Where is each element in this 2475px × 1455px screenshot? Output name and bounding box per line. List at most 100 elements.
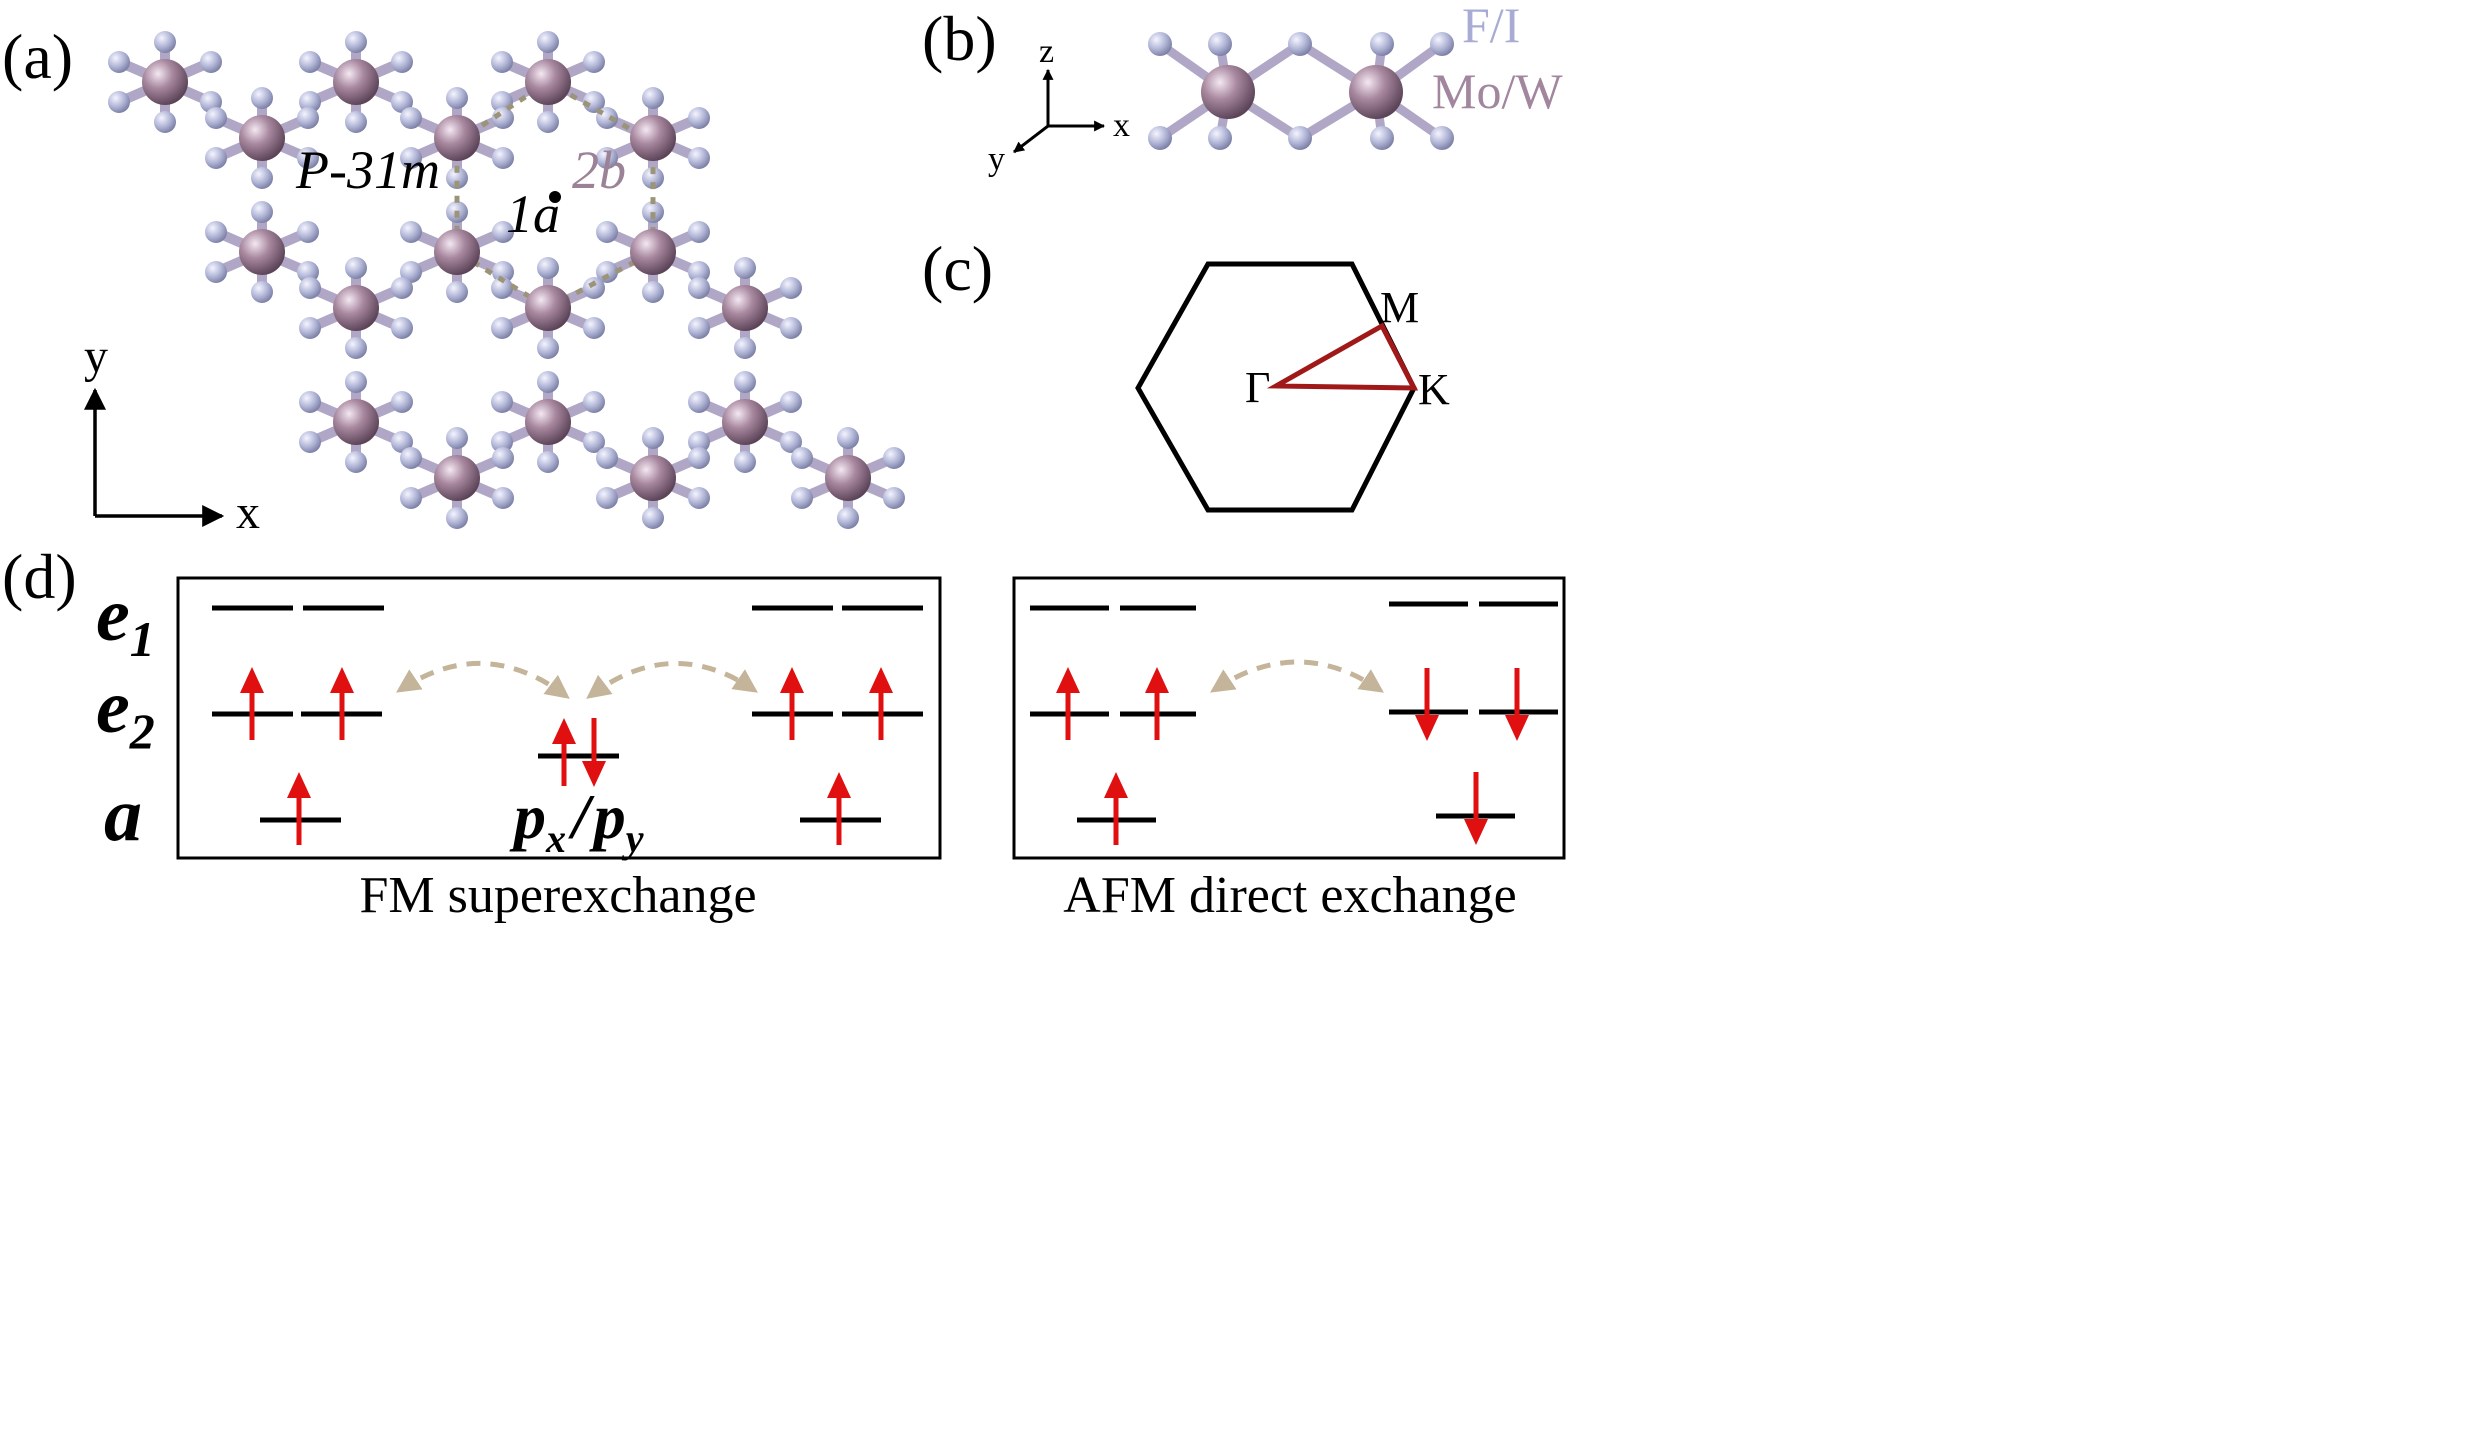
ligand-atom <box>780 431 802 453</box>
ligand-atom <box>583 51 605 73</box>
ligand-atom <box>391 431 413 453</box>
metal-atom <box>525 399 571 445</box>
ligand-atom <box>154 111 176 133</box>
metal-atom <box>722 285 768 331</box>
panel-d: (d) e1 e2 a <box>2 541 1566 924</box>
spin-down-arrow <box>1505 668 1529 741</box>
axis-a-y-label: y <box>84 330 108 383</box>
ligand-atom <box>492 447 514 469</box>
ligand-atom <box>391 277 413 299</box>
ligand-atom <box>491 431 513 453</box>
ligand-atom <box>205 261 227 283</box>
ligand-atom <box>200 51 222 73</box>
ligand-atom <box>299 391 321 413</box>
lattice-ligands <box>108 31 905 529</box>
ligand-atom <box>297 107 319 129</box>
metal-atom <box>630 229 676 275</box>
axis-b-z-label: z <box>1039 33 1054 70</box>
ligand-atom <box>734 257 756 279</box>
metal-atom <box>239 229 285 275</box>
spin-up-arrow <box>330 667 354 740</box>
axes-b: z x y <box>988 33 1130 178</box>
ligand-atom <box>345 257 367 279</box>
spin-down-arrow <box>582 718 606 787</box>
ligand-atom <box>734 451 756 473</box>
point-k: K <box>1418 365 1450 414</box>
axis-b-x-label: x <box>1113 107 1130 144</box>
ligand-atom <box>642 167 664 189</box>
ligand-atom <box>791 447 813 469</box>
ligand-atom <box>642 201 664 223</box>
ligand-atom <box>583 317 605 339</box>
ligand-atom <box>642 87 664 109</box>
ligand-atom <box>446 427 468 449</box>
ligand-atom <box>391 91 413 113</box>
exchange-curve-left <box>396 661 570 699</box>
metal-atom <box>434 115 480 161</box>
panel-c-label: (c) <box>922 233 993 304</box>
lattice-metals <box>142 59 871 501</box>
ligand-atom <box>596 447 618 469</box>
axis-b-y-line <box>1013 124 1049 154</box>
ligand-atom <box>108 91 130 113</box>
afm-direct-exchange-box: AFM direct exchange <box>1012 576 1566 924</box>
panel-a: (a) P-31m 2b 1a y x <box>2 21 905 539</box>
ligand-atom <box>837 427 859 449</box>
spin-down-arrow <box>1415 668 1439 741</box>
ligand-atom <box>345 337 367 359</box>
metal-atom <box>333 59 379 105</box>
ligand-atom <box>688 391 710 413</box>
ligand-atom <box>883 447 905 469</box>
ligand-atom <box>297 261 319 283</box>
exchange-curve-right <box>586 661 758 699</box>
p-orbital-label: px/py <box>509 781 644 861</box>
metal-atom <box>333 285 379 331</box>
ligand-atom <box>205 147 227 169</box>
ligand-atom <box>345 31 367 53</box>
ligand-atom <box>491 277 513 299</box>
ligand-atom <box>642 427 664 449</box>
spin-down-arrow <box>1464 772 1488 845</box>
spin-up-arrow <box>1145 667 1169 740</box>
ligand-atom <box>492 487 514 509</box>
ligand-atom <box>688 147 710 169</box>
ligand-atom <box>251 281 273 303</box>
ligand-atom <box>299 317 321 339</box>
ligand-atom <box>537 111 559 133</box>
fm-levels <box>212 605 923 823</box>
side-metals <box>1201 65 1403 119</box>
fm-exchange-paths <box>396 661 758 699</box>
metal-atom <box>525 285 571 331</box>
spin-up-arrow <box>287 772 311 845</box>
ligand-atom <box>391 317 413 339</box>
ligand-atom <box>492 221 514 243</box>
ligand-atom <box>688 261 710 283</box>
ligand-atom <box>596 147 618 169</box>
ligand-atom <box>446 507 468 529</box>
legend-ligand: F/I <box>1462 0 1520 53</box>
point-m: M <box>1380 283 1419 332</box>
ligand-atom <box>688 317 710 339</box>
ligand-atom <box>583 391 605 413</box>
fm-frame <box>176 576 942 860</box>
spin-up-arrow <box>240 667 264 740</box>
afm-spins <box>1056 667 1529 845</box>
ligand-atom <box>205 107 227 129</box>
axes-a: y x <box>84 330 260 539</box>
axis-a-x-label: x <box>236 486 260 539</box>
metal-atom <box>825 455 871 501</box>
point-gamma: Γ <box>1245 363 1270 412</box>
ligand-atom <box>251 87 273 109</box>
panel-b: (b) z x y <box>922 0 1563 178</box>
exchange-curve-afm <box>1210 659 1384 693</box>
ligand-atom <box>251 167 273 189</box>
ligand-atom <box>837 507 859 529</box>
axis-b-y-label: y <box>988 141 1005 178</box>
ligand-atom <box>345 111 367 133</box>
ligand-atom <box>596 261 618 283</box>
ligand-atom <box>400 107 422 129</box>
level-label-e1: e1 <box>96 573 155 667</box>
ligand-atom <box>391 391 413 413</box>
ligand-atom <box>688 447 710 469</box>
ligand-atom <box>688 221 710 243</box>
